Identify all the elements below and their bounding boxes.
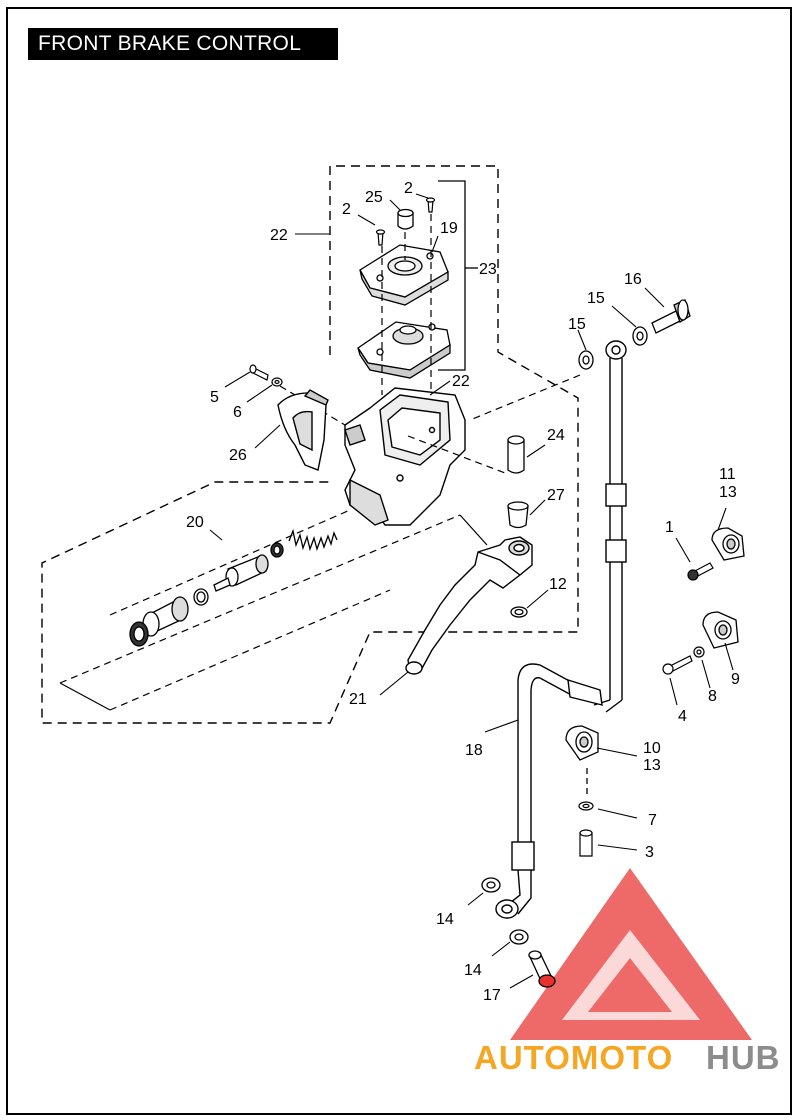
- callout-12: 12: [549, 576, 567, 593]
- callout-6: 6: [233, 404, 242, 421]
- part-17-banjo-bolt: [528, 950, 556, 988]
- part-16-banjo-bolt: [651, 299, 691, 334]
- callout-14-lower: 14: [464, 962, 482, 979]
- part-5-screw: [249, 364, 269, 381]
- callout-13-lower: 13: [643, 757, 661, 774]
- watermark-text-hub: HUB: [706, 1039, 781, 1076]
- part-12-retaining-ring: [510, 606, 528, 618]
- callout-25: 25: [365, 189, 383, 206]
- callout-15-right: 15: [587, 290, 605, 307]
- callout-8: 8: [708, 688, 717, 705]
- part-6-washer: [271, 377, 283, 387]
- callout-1: 1: [665, 519, 674, 536]
- callout-23: 23: [479, 261, 497, 278]
- assembly-lines: [59, 514, 488, 711]
- watermark-text: AUTOMOTO HUB: [474, 1039, 781, 1076]
- part-26-clamp: [277, 389, 329, 471]
- diagram-frame: [6, 7, 792, 1115]
- callout-13-upper: 13: [719, 484, 737, 501]
- part-8-washer: [693, 646, 705, 658]
- callout-10: 10: [643, 740, 661, 757]
- callout-18: 18: [465, 742, 483, 759]
- part-9-clamp: [702, 611, 739, 649]
- callout-5: 5: [210, 389, 219, 406]
- callout-22-body: 22: [452, 373, 470, 390]
- part-10-clamp: [565, 725, 599, 795]
- callout-20: 20: [186, 514, 204, 531]
- part-2-screws: [375, 197, 436, 246]
- diaphragm: [357, 321, 451, 379]
- part-24-pin: [507, 435, 525, 474]
- diagram-title: FRONT BRAKE CONTROL: [28, 28, 338, 60]
- part-4-screw: [662, 655, 693, 675]
- part-15-washers: [578, 326, 648, 370]
- part-1-screw: [687, 562, 714, 581]
- part-21-lever: [405, 536, 533, 675]
- callout-11: 11: [719, 466, 736, 483]
- callout-22-top: 22: [270, 227, 288, 244]
- callout-19: 19: [440, 220, 458, 237]
- callout-15-left: 15: [568, 316, 586, 333]
- callout-16: 16: [624, 271, 642, 288]
- part-27-bushing: [507, 501, 529, 529]
- part-22-master-cylinder: [344, 387, 466, 526]
- part-3-screw: [579, 829, 593, 857]
- callout-2-left: 2: [342, 201, 351, 218]
- assembly-boundary-dashed: [41, 165, 579, 724]
- callout-4: 4: [678, 708, 687, 725]
- callout-9: 9: [731, 671, 740, 688]
- watermark-logo: [510, 868, 752, 1040]
- watermark-text-automoto: AUTOMOTO: [474, 1039, 673, 1076]
- leader-lines: [209, 193, 734, 989]
- callout-2-right: 2: [404, 180, 413, 197]
- part-7-washer: [578, 801, 594, 811]
- callout-17: 17: [483, 987, 501, 1004]
- part-19-cover: [359, 244, 449, 306]
- callout-26: 26: [229, 447, 247, 464]
- part-20-piston-kit: [129, 542, 284, 647]
- part-11-clamp: [711, 527, 745, 561]
- callout-21: 21: [349, 691, 367, 708]
- bracket-23: [438, 180, 478, 371]
- part-18-brake-line: [495, 340, 627, 919]
- callout-14-upper: 14: [436, 911, 454, 928]
- part-14-washers: [481, 877, 529, 945]
- callout-3: 3: [645, 844, 654, 861]
- callout-numbers: 1 2 2 3 4 5 6 7 8 9 10 11 12 13 13 14 14…: [186, 180, 740, 1004]
- callout-24: 24: [547, 427, 565, 444]
- callout-27: 27: [547, 487, 565, 504]
- part-25-cap: [397, 208, 414, 230]
- callout-7: 7: [648, 812, 657, 829]
- spring: [288, 528, 338, 552]
